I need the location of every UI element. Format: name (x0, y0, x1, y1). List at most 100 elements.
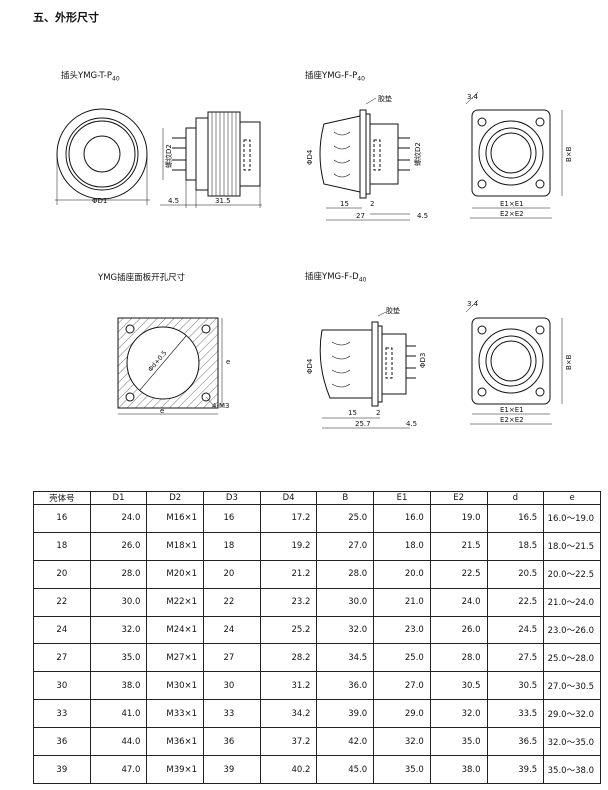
table-cell: 20 (203, 559, 261, 589)
table-cell: 29.0～32.0 (543, 699, 601, 729)
table-cell: 32.0 (373, 727, 431, 757)
table-cell: 18.5 (486, 531, 545, 561)
table-cell: 36.0 (316, 671, 375, 701)
socket-nut-s1-label: 3.4 (467, 300, 479, 308)
plug-d1-label: ΦD1 (92, 197, 107, 205)
table-cell: 16 (33, 504, 91, 533)
table-cell: 27.0～30.5 (543, 671, 601, 701)
socket-nut-e2-label: E2×E2 (500, 416, 524, 424)
socket-flange-e1-label: E1×E1 (500, 200, 524, 208)
table-cell: 27 (203, 643, 261, 673)
table-cell: 19.2 (259, 531, 318, 561)
table-cell: 20 (33, 559, 91, 589)
column-header: D2 (146, 491, 205, 505)
table-cell: 30.5 (486, 671, 545, 701)
socket-nut-width-3: 25.7 (355, 420, 371, 428)
table-cell: 21.5 (429, 531, 488, 561)
table-cell: 28.0 (316, 559, 375, 589)
socket-nut-front-view (465, 299, 563, 425)
table-cell: 24 (33, 615, 91, 645)
table-cell: 27.5 (486, 643, 545, 673)
table-cell: 27.0 (373, 671, 431, 701)
socket-flange-width-4: 4.5 (417, 212, 428, 220)
column-header: D4 (259, 491, 318, 505)
table-cell: 25.2 (259, 615, 318, 645)
socket-nut-width-1: 15 (348, 409, 357, 417)
table-cell: 33.5 (486, 699, 545, 729)
plug-width-1: 4.5 (168, 197, 179, 205)
table-cell: M36×1 (146, 727, 205, 757)
table-header-row: 壳体号 D1 D2 D3 D4 B E1 E2 d e (33, 491, 601, 505)
table-cell: 29.0 (373, 699, 431, 729)
table-cell: M24×1 (146, 615, 205, 645)
socket-nut-width-2: 2 (376, 409, 380, 417)
table-cell: 42.0 (316, 727, 375, 757)
socket-flange-d4-label: ΦD4 (306, 149, 314, 165)
table-cell: 18 (33, 531, 91, 561)
table-cell: 25.0 (373, 643, 431, 673)
table-cell: 34.5 (316, 643, 375, 673)
table-cell: 38.0 (429, 755, 488, 784)
table-cell: 18.0～21.5 (543, 531, 601, 561)
socket-flange-width-2: 2 (370, 200, 374, 208)
table-cell: 36 (203, 727, 261, 757)
socket-nut-e1-label: E1×E1 (500, 406, 524, 414)
table-cell: 39 (33, 755, 91, 784)
table-cell: 37.2 (259, 727, 318, 757)
socket-flange-figure-title: 插座YMG-F-P40 (305, 71, 365, 83)
table-cell: 16.5 (486, 504, 545, 533)
table-cell: 23.0～26.0 (543, 615, 601, 645)
table-cell: M39×1 (146, 755, 205, 784)
column-header: D1 (89, 491, 148, 505)
table-cell: 31.2 (259, 671, 318, 701)
socket-flange-width-1: 15 (340, 200, 349, 208)
socket-flange-e2-label: E2×E2 (500, 210, 524, 218)
table-cell: M16×1 (146, 504, 205, 533)
panel-cutout-e-side-label: e (226, 358, 230, 366)
column-header: D3 (203, 491, 261, 505)
socket-nut-side-view (319, 311, 416, 429)
table-cell: 30.0 (316, 587, 375, 617)
table-cell: 41.0 (89, 699, 148, 729)
table-cell: 24.5 (486, 615, 545, 645)
table-cell: 28.0 (429, 643, 488, 673)
table-cell: M18×1 (146, 531, 205, 561)
panel-cutout-figure-title: YMG插座面板开孔尺寸 (98, 273, 186, 283)
table-cell: 25.0～28.0 (543, 643, 601, 673)
table-cell: M33×1 (146, 699, 205, 729)
plug-width-2: 31.5 (215, 197, 231, 205)
dimension-drawings: ΦD1 螺纹D2 4.5 31.5 (55, 91, 573, 429)
table-cell: 30 (33, 671, 91, 701)
table-cell: 19.0 (429, 504, 488, 533)
table-cell: 26.0 (89, 531, 148, 561)
table-cell: 44.0 (89, 727, 148, 757)
section-heading: 五、外形尺寸 (33, 11, 99, 24)
table-cell: 30.5 (429, 671, 488, 701)
socket-flange-front-view (465, 91, 563, 219)
table-cell: M22×1 (146, 587, 205, 617)
table-cell: 21.0 (373, 587, 431, 617)
socket-flange-b-label: B×B (565, 146, 573, 162)
table-cell: 32.0～35.0 (543, 727, 601, 757)
table-cell: 20.5 (486, 559, 545, 589)
socket-flange-side-view (319, 97, 410, 221)
column-header: E2 (429, 491, 488, 505)
table-cell: 32.0 (89, 615, 148, 645)
table-cell: 23.2 (259, 587, 318, 617)
table-cell: 27.0 (316, 531, 375, 561)
table-cell: M27×1 (146, 643, 205, 673)
table-cell: 34.2 (259, 699, 318, 729)
table-cell: 36.5 (486, 727, 545, 757)
column-header: e (543, 491, 601, 505)
table-cell: 18 (203, 531, 261, 561)
table-cell: 36 (33, 727, 91, 757)
socket-nut-d4-label: ΦD4 (306, 358, 314, 374)
table-cell: 16 (203, 504, 261, 533)
table-cell: 23.0 (373, 615, 431, 645)
table-cell: 22.5 (429, 559, 488, 589)
